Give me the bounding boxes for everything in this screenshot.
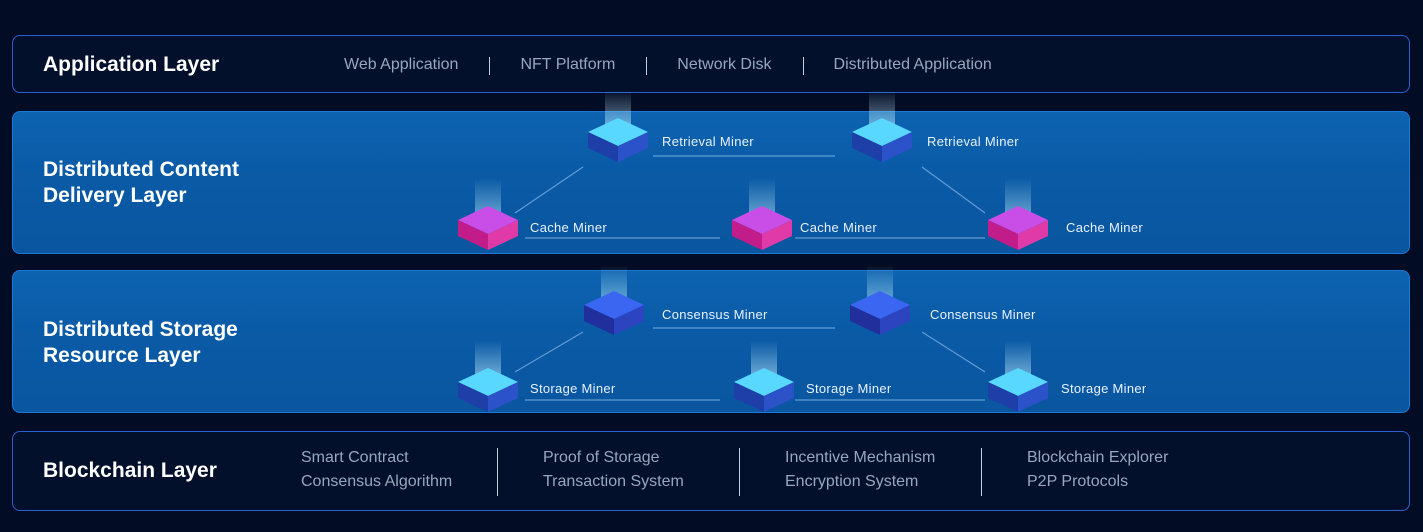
storage-miner-label: Storage Miner [530, 381, 616, 396]
blockchain-item-proof-of-storage: Proof of Storage [543, 449, 660, 466]
retrieval-miner-label: Retrieval Miner [662, 134, 754, 149]
cache-miner-icon [458, 178, 518, 250]
cache-miner-icon [732, 178, 792, 250]
content-delivery-links [514, 155, 986, 239]
consensus-miner-icon [850, 265, 910, 335]
blockchain-columns: Smart Contract Consensus Algorithm Proof… [301, 446, 1269, 496]
app-item-network-disk: Network Disk [646, 56, 802, 75]
content-delivery-layer-panel: Distributed Content Delivery Layer [12, 111, 1410, 254]
retrieval-miner-icon [588, 90, 648, 162]
cache-miner-label: Cache Miner [800, 220, 877, 235]
content-delivery-layer-title: Distributed Content Delivery Layer [43, 158, 239, 207]
consensus-miner-label: Consensus Miner [930, 307, 1036, 322]
app-item-web-application: Web Application [344, 56, 459, 73]
blockchain-layer-title: Blockchain Layer [43, 459, 217, 482]
blockchain-item-p2p-protocols: P2P Protocols [1027, 473, 1129, 490]
blockchain-layer-panel: Blockchain Layer Smart Contract Consensu… [12, 431, 1410, 511]
retrieval-miner-icon [852, 90, 912, 162]
application-layer-title: Application Layer [43, 53, 220, 76]
storage-layer-panel: Distributed Storage Resource Layer [12, 270, 1410, 413]
storage-links [514, 327, 986, 401]
app-item-nft-platform: NFT Platform [489, 56, 646, 75]
blockchain-item-incentive-mechanism: Incentive Mechanism [785, 449, 936, 466]
consensus-miner-icon [584, 265, 644, 335]
blockchain-item-smart-contract: Smart Contract [301, 449, 409, 466]
application-items: Web Application NFT Platform Network Dis… [313, 36, 1023, 94]
blockchain-column: Incentive Mechanism Encryption System [739, 446, 1027, 496]
retrieval-miner-label: Retrieval Miner [927, 134, 1019, 149]
storage-miner-icon [458, 340, 518, 412]
cache-miner-icon [988, 178, 1048, 250]
cache-miner-label: Cache Miner [530, 220, 607, 235]
storage-miner-icon [734, 340, 794, 412]
consensus-miner-label: Consensus Miner [662, 307, 768, 322]
blockchain-item-transaction-system: Transaction System [543, 473, 684, 490]
storage-layer-title: Distributed Storage Resource Layer [43, 318, 238, 367]
application-layer-panel: Application Layer Web Application NFT Pl… [12, 35, 1410, 93]
blockchain-column: Proof of Storage Transaction System [497, 446, 785, 496]
storage-miner-icon [988, 340, 1048, 412]
app-item-distributed-application: Distributed Application [802, 56, 1023, 75]
blockchain-item-blockchain-explorer: Blockchain Explorer [1027, 449, 1169, 466]
blockchain-column: Blockchain Explorer P2P Protocols [981, 446, 1269, 496]
storage-miner-label: Storage Miner [1061, 381, 1147, 396]
cache-miner-label: Cache Miner [1066, 220, 1143, 235]
blockchain-item-encryption-system: Encryption System [785, 473, 919, 490]
storage-miner-label: Storage Miner [806, 381, 892, 396]
blockchain-column: Smart Contract Consensus Algorithm [301, 446, 543, 494]
blockchain-item-consensus-algorithm: Consensus Algorithm [301, 473, 453, 490]
